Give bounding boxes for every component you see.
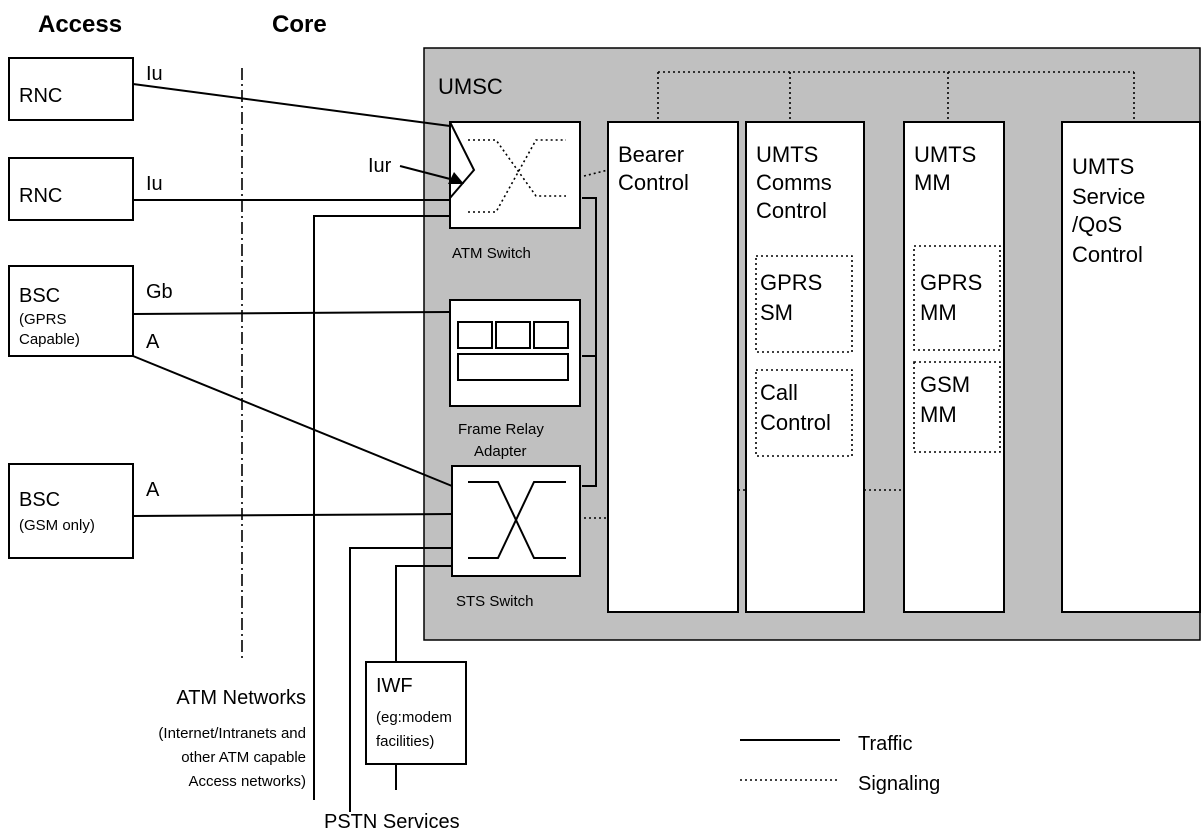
umts-service-qos-column: UMTS Service /QoS Control [1061, 121, 1201, 613]
atm-networks-line4: Access networks) [188, 773, 306, 790]
svg-text:BSC: BSC [19, 285, 60, 307]
a-label-2: A [146, 479, 160, 501]
legend-traffic-label: Traffic [858, 733, 912, 755]
svg-text:MM: MM [914, 170, 951, 195]
svg-text:BSC: BSC [19, 489, 60, 511]
fra-label-2: Adapter [474, 443, 527, 460]
svg-text:GPRS: GPRS [760, 270, 822, 295]
legend: Traffic Signaling [740, 733, 940, 795]
atm-networks-title: ATM Networks [176, 687, 306, 709]
svg-text:facilities): facilities) [376, 733, 434, 750]
switch-interconnect [582, 197, 597, 487]
signaling-bus [657, 71, 1135, 120]
svg-text:UMTS: UMTS [756, 142, 818, 167]
frame-relay-adapter [449, 299, 581, 407]
iwf-box: IWF (eg:modem facilities) [365, 661, 467, 765]
atm-networks-line3: other ATM capable [181, 749, 306, 766]
svg-text:(GSM only): (GSM only) [19, 517, 95, 534]
a-label-1: A [146, 331, 160, 353]
svg-text:Control: Control [1072, 242, 1143, 267]
gsm-mm-box: GSM MM [913, 361, 1001, 453]
sts-switch [451, 465, 581, 577]
svg-text:Call: Call [760, 380, 798, 405]
bsc-gsm: BSC (GSM only) [8, 463, 134, 559]
umts-comms-control-column: UMTS Comms Control [745, 121, 865, 613]
umsc-title: UMSC [438, 74, 503, 99]
svg-text:Bearer: Bearer [618, 142, 684, 167]
svg-text:RNC: RNC [19, 85, 62, 107]
svg-text:UMTS: UMTS [914, 142, 976, 167]
atm-switch-label: ATM Switch [452, 245, 531, 262]
svg-text:IWF: IWF [376, 675, 413, 697]
svg-text:MM: MM [920, 402, 957, 427]
traffic-links [132, 83, 453, 812]
svg-text:(GPRS: (GPRS [19, 311, 67, 328]
bearer-control-column: Bearer Control [607, 121, 739, 613]
svg-text:GPRS: GPRS [920, 270, 982, 295]
iur-arrow [399, 165, 464, 184]
svg-text:SM: SM [760, 300, 793, 325]
fra-label-1: Frame Relay [458, 421, 544, 438]
svg-text:Control: Control [618, 170, 689, 195]
iur-label: Iur [368, 155, 392, 177]
svg-text:/QoS: /QoS [1072, 212, 1122, 237]
bsc-gprs: BSC (GPRS Capable) [8, 265, 134, 357]
gb-label: Gb [146, 281, 173, 303]
svg-text:Comms: Comms [756, 170, 832, 195]
atm-networks-line2: (Internet/Intranets and [158, 725, 306, 742]
svg-text:UMTS: UMTS [1072, 154, 1134, 179]
svg-text:Service: Service [1072, 184, 1145, 209]
rnc-1: RNC [8, 57, 134, 121]
iu-label-2: Iu [146, 173, 163, 195]
svg-text:(eg:modem: (eg:modem [376, 709, 452, 726]
svg-text:Control: Control [760, 410, 831, 435]
svg-text:GSM: GSM [920, 372, 970, 397]
svg-text:Capable): Capable) [19, 331, 80, 348]
svg-text:Control: Control [756, 198, 827, 223]
access-header: Access [38, 11, 122, 38]
legend-signaling-label: Signaling [858, 773, 940, 795]
call-control-box: Call Control [755, 369, 853, 457]
svg-text:RNC: RNC [19, 185, 62, 207]
gprs-mm-box: GPRS MM [913, 245, 1001, 351]
rnc-2: RNC [8, 157, 134, 221]
atm-bearer-signal [583, 169, 609, 177]
atm-switch [449, 121, 581, 229]
iu-label-1: Iu [146, 63, 163, 85]
pstn-services-label: PSTN Services [324, 811, 460, 833]
core-header: Core [272, 11, 327, 38]
gprs-sm-box: GPRS SM [755, 255, 853, 353]
sts-switch-label: STS Switch [456, 593, 534, 610]
umts-mm-column: UMTS MM [903, 121, 1005, 613]
svg-text:MM: MM [920, 300, 957, 325]
